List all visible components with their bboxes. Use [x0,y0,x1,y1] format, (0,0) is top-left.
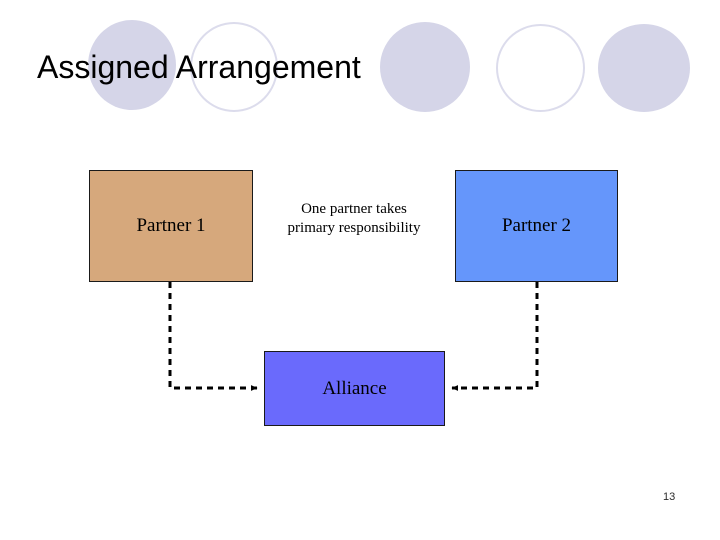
connector-partner1-to-alliance [168,282,258,391]
page-title: Assigned Arrangement [37,49,361,85]
diagram-box-partner2-label: Partner 2 [501,215,572,236]
center-caption: One partner takes primary responsibility [254,200,454,238]
diagram-box-partner1[interactable]: Partner 1 [89,170,253,282]
connector-partner2-to-alliance [451,282,539,391]
diagram-box-partner1-label: Partner 1 [136,215,206,236]
diagram-box-alliance[interactable]: Alliance [264,351,445,426]
diagram-box-alliance-label: Alliance [322,377,387,399]
center-caption-line-1: One partner takes [301,201,407,217]
decorative-circle-3-icon [380,22,470,112]
decorative-circle-5-icon [598,24,690,112]
diagram-box-partner2[interactable]: Partner 2 [455,170,618,282]
decorative-circle-4-icon [496,24,585,112]
page-number: 13 [663,491,676,503]
center-caption-line-2: primary responsibility [287,220,421,236]
